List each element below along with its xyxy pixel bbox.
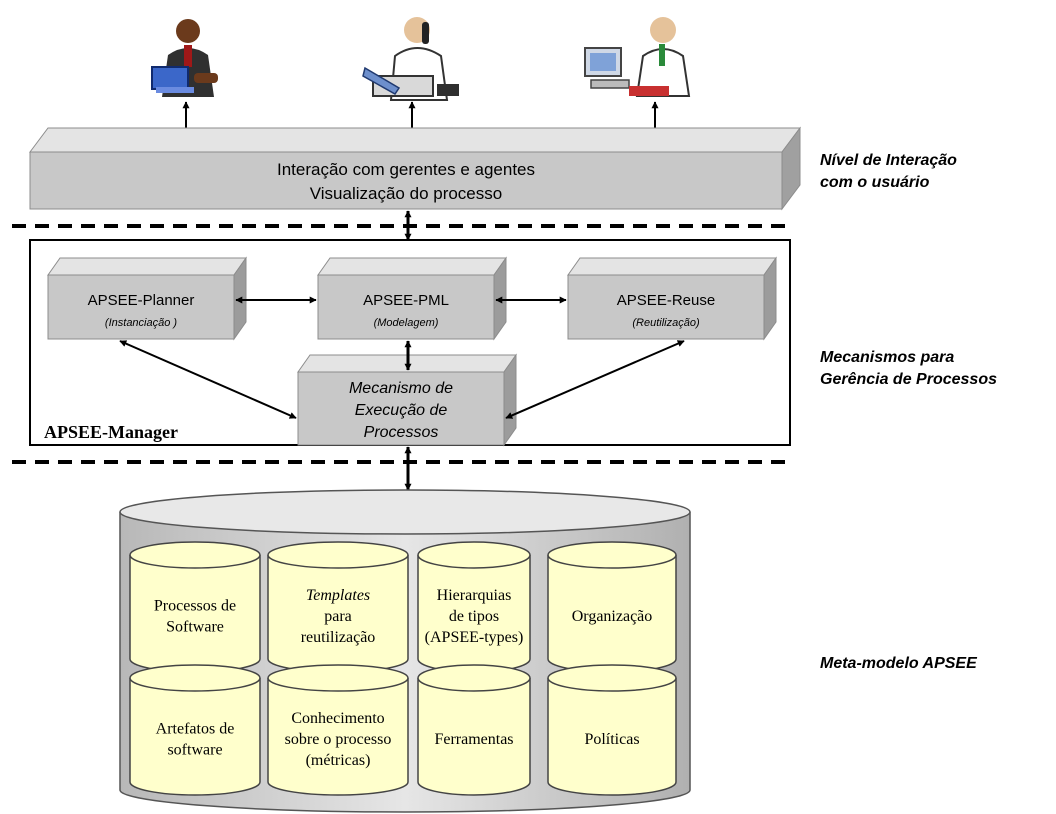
cylinder-artefatos-de: Artefatos de software [129, 664, 261, 796]
user-figure-1 [151, 19, 218, 97]
cylinder-text: Software [166, 619, 224, 636]
cylinder-organizacao: Organização [547, 541, 677, 673]
planner-subtitle: (Instanciação ) [105, 317, 177, 329]
cylinder-politicas: Políticas [547, 664, 677, 796]
side-label-mechanisms-2: Gerência de Processos [820, 371, 997, 388]
repository-contents: Processos de Software Templates para reutili… [129, 541, 677, 796]
agent-at-computer-icon [584, 17, 691, 97]
pml-subtitle: (Modelagem) [374, 317, 439, 329]
user-figure-2 [362, 17, 459, 101]
reuse-execution-connector [505, 340, 685, 419]
planner-execution-connector [119, 340, 297, 419]
cylinder-text: sobre o processo [285, 731, 392, 748]
interaction-line-2: Visualização do processo [310, 184, 502, 203]
pml-box: APSEE-PML (Modelagem) [317, 256, 507, 341]
cylinder-text: (APSEE-types) [425, 629, 524, 646]
cylinder-text: de tipos [449, 608, 499, 625]
cylinder-processos-de: Processos de Software [129, 541, 261, 673]
cylinder-templates: Templates para reutilização [267, 541, 409, 673]
side-label-interaction-1: Nível de Interação [820, 152, 957, 169]
cylinder-text: (métricas) [306, 752, 371, 769]
execution-line-3: Processos [364, 424, 439, 441]
cylinder-text: Organização [572, 608, 653, 625]
reuse-subtitle: (Reutilização) [632, 317, 700, 329]
cylinder-hierarquias: Hierarquias de tipos (APSEE-types) [417, 541, 531, 673]
cylinder-text: Ferramentas [434, 731, 513, 748]
interaction-line-1: Interação com gerentes e agentes [277, 160, 535, 179]
user-figure-3 [584, 17, 691, 97]
pml-title: APSEE-PML [363, 292, 449, 309]
cylinder-text: reutilização [301, 629, 376, 646]
interaction-layer-box: Interação com gerentes e agentes Visuali… [29, 126, 801, 211]
cylinder-text: para [324, 608, 352, 625]
reuse-box: APSEE-Reuse (Reutilização) [567, 256, 777, 341]
side-label-metamodel: Meta-modelo APSEE [820, 655, 978, 672]
reuse-title: APSEE-Reuse [617, 292, 715, 309]
execution-line-1: Mecanismo de [349, 380, 453, 397]
cylinder-ferramentas: Ferramentas [417, 664, 531, 796]
cylinder-text: software [167, 742, 222, 759]
cylinder-text: Templates [306, 587, 370, 604]
planner-title: APSEE-Planner [88, 292, 195, 309]
cylinder-text: Artefatos de [156, 721, 235, 738]
manager-label: APSEE-Manager [44, 422, 178, 442]
cylinder-text: Hierarquias [437, 587, 512, 604]
planner-box: APSEE-Planner (Instanciação ) [47, 256, 247, 341]
cylinder-text: Conhecimento [291, 710, 384, 727]
cylinder-text: Processos de [154, 598, 236, 615]
cylinder-text: Políticas [584, 731, 639, 748]
side-label-interaction-2: com o usuário [820, 174, 930, 191]
businessman-laptop-icon [151, 19, 218, 97]
side-label-mechanisms-1: Mecanismos para [820, 349, 954, 366]
manager-on-phone-icon [362, 17, 459, 101]
cylinder-conhecimento: Conhecimento sobre o processo (métricas) [267, 664, 409, 796]
execution-line-2: Execução de [355, 402, 448, 419]
